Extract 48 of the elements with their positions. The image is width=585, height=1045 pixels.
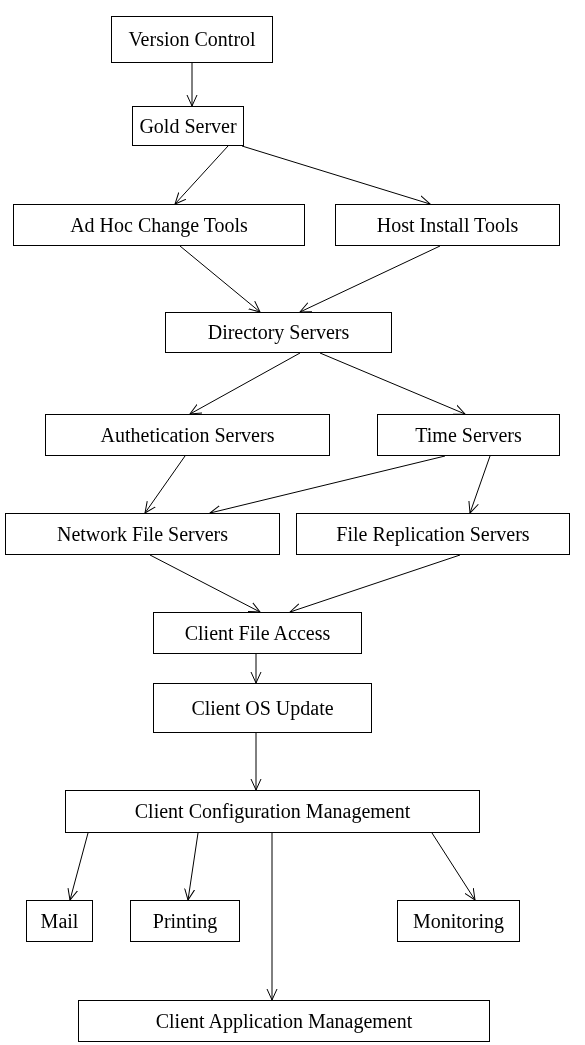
arrow: [174, 145, 229, 205]
arrow: [299, 245, 441, 313]
arrow: [468, 455, 491, 514]
arrow: [186, 62, 198, 107]
node-label: Version Control: [128, 28, 256, 51]
node-label: Mail: [40, 909, 79, 933]
node-label: Network File Servers: [56, 522, 229, 546]
node-label: Printing: [152, 909, 218, 933]
node-label: Directory Servers: [207, 321, 350, 344]
process-box: [5, 513, 280, 555]
node-label: File Replication Servers: [336, 522, 530, 546]
node-label: Client OS Update: [191, 696, 334, 720]
arrow: [179, 245, 261, 313]
node-label: Host Install Tools: [376, 213, 519, 237]
arrow: [266, 832, 278, 1001]
arrow: [184, 832, 199, 901]
process-box: [13, 204, 305, 246]
process-box: [78, 1000, 490, 1042]
arrow: [250, 732, 262, 791]
node-label: Time Servers: [415, 423, 522, 447]
arrow: [250, 653, 262, 684]
node-label: Ad Hoc Change Tools: [70, 213, 248, 237]
node-label: Authetication Servers: [100, 423, 275, 447]
process-box: [296, 513, 570, 555]
process-box: [377, 414, 560, 456]
process-box: [26, 900, 93, 942]
arrow: [289, 554, 461, 614]
node-label: Client Application Management: [155, 1009, 413, 1033]
arrow: [144, 455, 186, 514]
process-box: [153, 683, 372, 733]
node-label: Client Configuration Management: [134, 800, 411, 823]
arrow: [67, 832, 89, 901]
node-label: Monitoring: [412, 909, 505, 933]
process-box: [130, 900, 240, 942]
process-box: [132, 106, 244, 146]
node-label: Gold Server: [139, 114, 237, 138]
process-box: [65, 790, 480, 833]
process-box: [335, 204, 560, 246]
arrow: [319, 352, 466, 415]
arrow: [149, 554, 261, 613]
process-box: [153, 612, 362, 654]
node-label: Client File Access: [184, 621, 331, 645]
process-box: [397, 900, 520, 942]
process-box: [111, 16, 273, 63]
process-box: [45, 414, 330, 456]
arrow: [431, 832, 476, 901]
arrow: [189, 352, 301, 415]
process-box: [165, 312, 392, 353]
